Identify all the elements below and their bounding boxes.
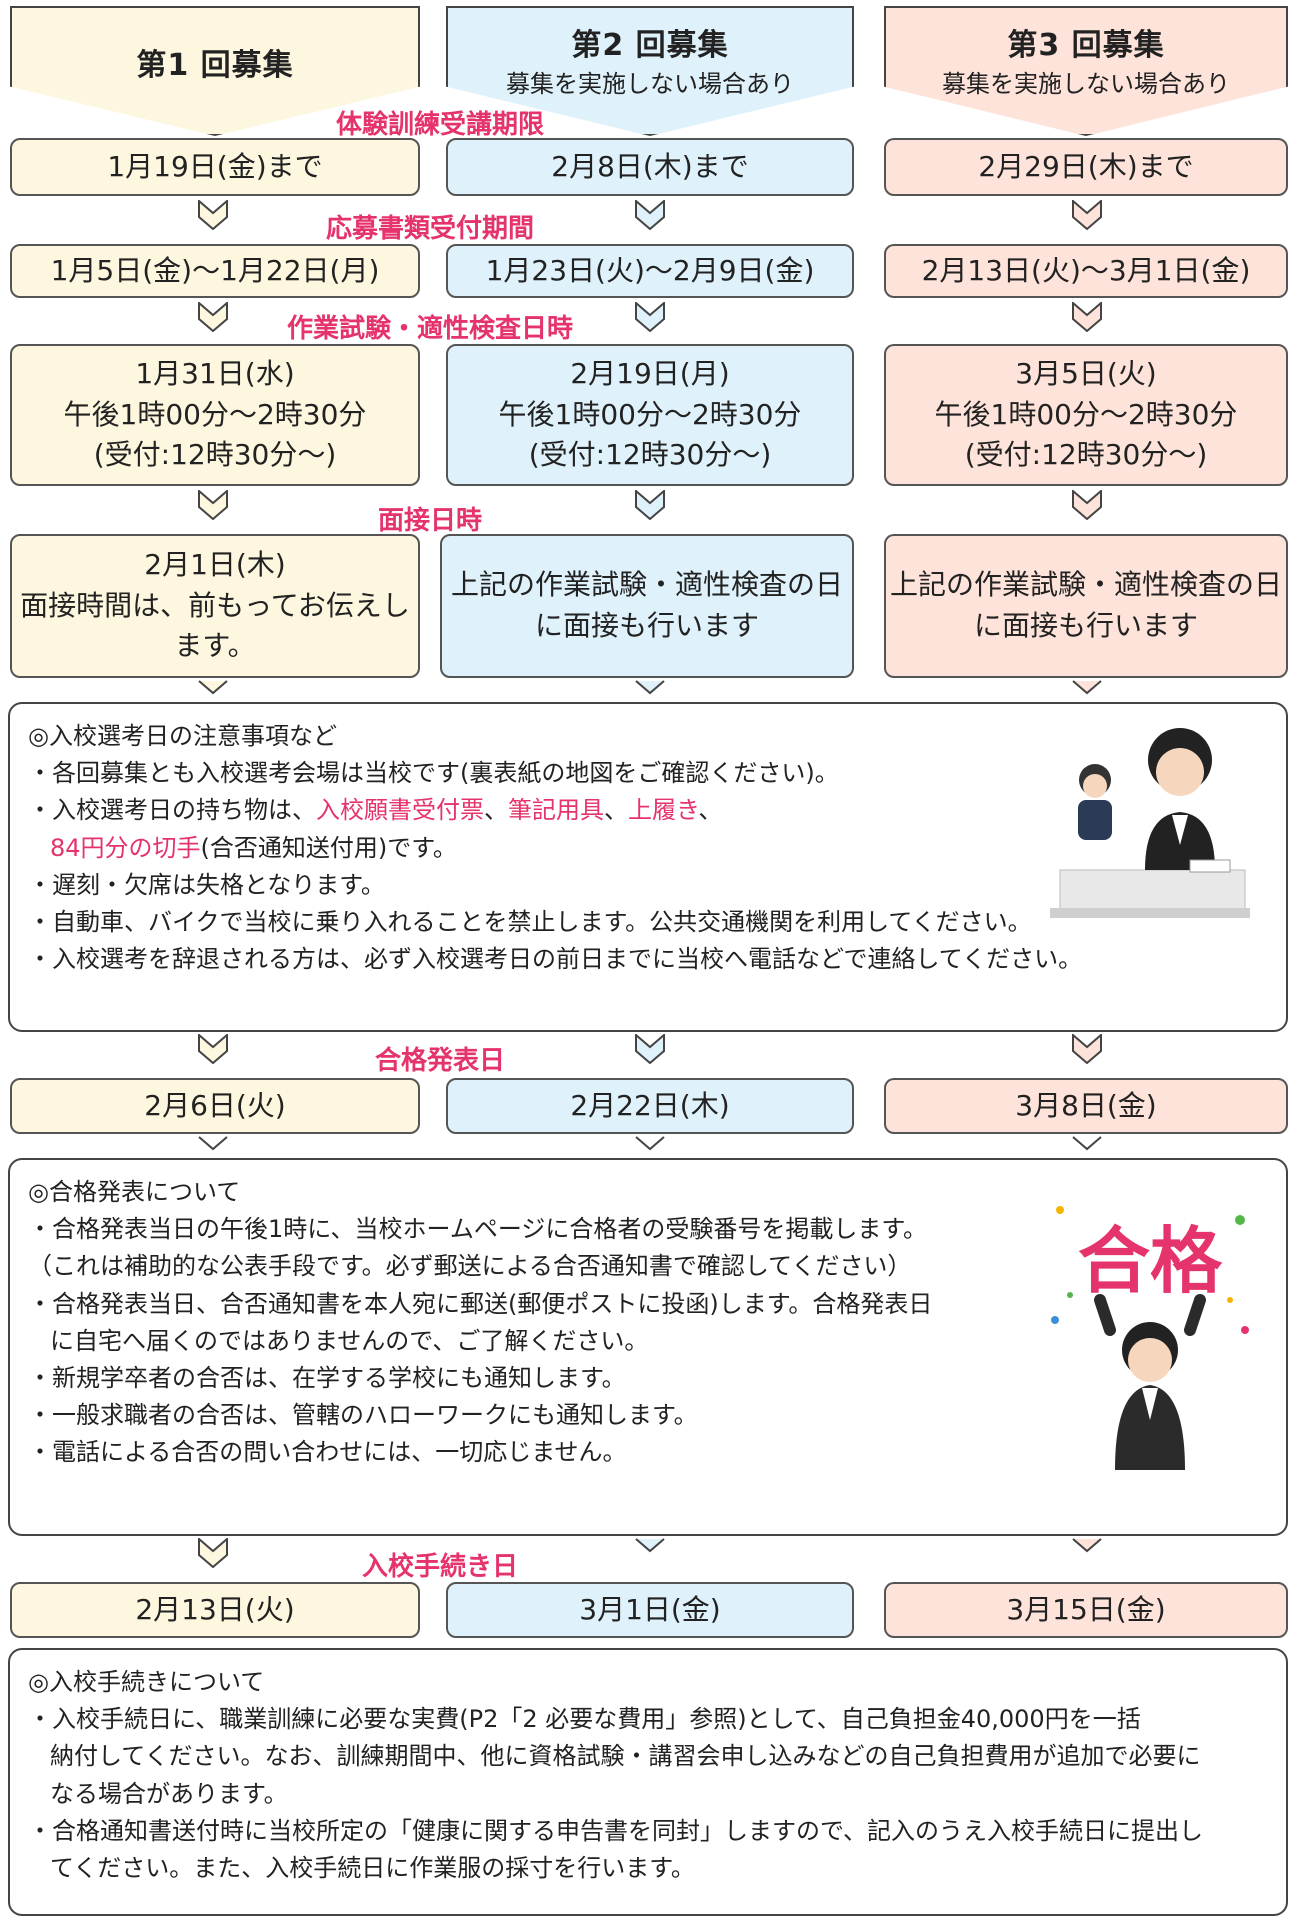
header-round-3: 第3 回募集 募集を実施しない場合あり <box>884 6 1288 136</box>
chevron-down-icon <box>635 200 665 230</box>
nyuukou-date-3: 3月15日(金) <box>884 1582 1288 1638</box>
nyuukou-date-2: 3月1日(金) <box>446 1582 854 1638</box>
notice-line: ・各回募集とも入校選考会場は当校です(裏表紙の地図をご確認ください)。 <box>28 759 839 788</box>
sagyo-date: 3月5日(火) <box>1015 357 1157 391</box>
notice-line: ・入校手続日に、職業訓練に必要な実費(P2「2 必要な費用」参照)として、自己負… <box>28 1705 1141 1734</box>
pass-stamp-text: 合格 <box>1077 1218 1222 1303</box>
mensetsu-box-2: 上記の作業試験・適性検査の日 に面接も行います <box>440 534 854 678</box>
notice-line: ・入校選考を辞退される方は、必ず入校選考日の前日までに当校へ電話などで連絡してく… <box>28 945 1083 974</box>
sagyo-box-2: 2月19日(月) 午後1時00分～2時30分 (受付:12時30分～) <box>446 344 854 486</box>
label-oubo: 応募書類受付期間 <box>325 214 534 244</box>
label-taiken: 体験訓練受講期限 <box>335 110 544 140</box>
notice-title: ◎合格発表について <box>28 1178 241 1206</box>
oubo-period-2: 1月23日(火)～2月9日(金) <box>446 244 854 298</box>
sagyo-time: 午後1時00分～2時30分 <box>498 397 802 431</box>
sagyo-date: 2月19日(月) <box>570 357 730 391</box>
goukaku-date-1: 2月6日(火) <box>10 1078 420 1134</box>
notice-line: ・遅刻・欠席は失格となります。 <box>28 870 385 899</box>
mensetsu-line: ます。 <box>174 629 256 663</box>
pass-celebration-illustration: 合格 <box>1040 1180 1260 1480</box>
chevron-down-icon <box>1072 1538 1102 1553</box>
goukaku-date-3: 3月8日(金) <box>884 1078 1288 1134</box>
notice-selection-day: ◎入校選考日の注意事項など ・各回募集とも入校選考会場は当校です(裏表紙の地図を… <box>8 702 1288 1032</box>
notice-line: なる場合があります。 <box>50 1779 288 1808</box>
header-subtitle: 募集を実施しない場合あり <box>942 70 1230 98</box>
notice-line: てください。また、入校手続日に作業服の採寸を行います。 <box>50 1853 695 1882</box>
chevron-down-icon <box>198 490 228 520</box>
sagyo-time: 午後1時00分～2時30分 <box>934 397 1238 431</box>
mensetsu-line: 上記の作業試験・適性検査の日 <box>450 568 843 602</box>
mensetsu-line: に面接も行います <box>534 609 759 642</box>
notice-line: ・新規学卒者の合否は、在学する学校にも通知します。 <box>28 1363 626 1392</box>
notice-line: に自宅へ届くのではありませんので、ご了解ください。 <box>50 1326 649 1355</box>
exam-candidates-illustration <box>1050 728 1250 918</box>
notice-line: ・合格発表当日の午後1時に、当校ホームページに合格者の受験番号を掲載します。 <box>28 1215 927 1244</box>
notice-line: ・自動車、バイクで当校に乗り入れることを禁止します。公共交通機関を利用してくださ… <box>28 907 1032 936</box>
notice-line: ・合格発表当日、合否通知書を本人宛に郵送(郵便ポストに投函)します。合格発表日 <box>28 1289 933 1318</box>
chevron-down-icon <box>1072 1034 1102 1064</box>
chevron-down-icon <box>198 302 228 332</box>
notice-line-stamp: 84円分の切手(合否通知送付用)です。 <box>50 833 457 862</box>
notice-enrollment: ◎入校手続きについて ・入校手続日に、職業訓練に必要な実費(P2「2 必要な費用… <box>8 1648 1288 1916</box>
mensetsu-box-1: 2月1日(木) 面接時間は、前もってお伝えし ます。 <box>10 534 420 678</box>
chevron-down-icon <box>1072 302 1102 332</box>
notice-line: ・一般求職者の合否は、管轄のハローワークにも通知します。 <box>28 1401 698 1430</box>
notice-line: 納付してください。なお、訓練期間中、他に資格試験・講習会申し込みなどの自己負担費… <box>50 1742 1201 1771</box>
chevron-down-icon <box>635 1034 665 1064</box>
chevron-down-icon <box>635 1136 665 1151</box>
chevron-down-icon <box>635 680 665 695</box>
chevron-down-icon <box>635 1538 665 1553</box>
goukaku-date-2: 2月22日(木) <box>446 1078 854 1134</box>
chevron-down-icon <box>1072 200 1102 230</box>
notice-line-belongings: ・入校選考日の持ち物は、入校願書受付票、筆記用具、上履き、 <box>28 796 723 825</box>
sagyo-date: 1月31日(水) <box>135 357 295 391</box>
mensetsu-line: 2月1日(木) <box>144 548 286 582</box>
mensetsu-line: に面接も行います <box>973 609 1198 642</box>
notice-line: （これは補助的な公表手段です。必ず郵送による合否通知書で確認してください） <box>28 1252 912 1281</box>
label-goukaku: 合格発表日 <box>374 1046 505 1076</box>
chevron-down-icon <box>635 490 665 520</box>
chevron-down-icon <box>198 680 228 695</box>
chevron-down-icon <box>198 1136 228 1151</box>
header-subtitle: 募集を実施しない場合あり <box>506 70 794 98</box>
mensetsu-box-3: 上記の作業試験・適性検査の日 に面接も行います <box>884 534 1288 678</box>
oubo-period-1: 1月5日(金)～1月22日(月) <box>10 244 420 298</box>
mensetsu-line: 面接時間は、前もってお伝えし <box>20 588 410 622</box>
notice-title: ◎入校手続きについて <box>28 1668 265 1696</box>
chevron-down-icon <box>635 302 665 332</box>
header-title: 第1 回募集 <box>136 48 294 83</box>
header-title: 第2 回募集 <box>571 28 729 63</box>
mensetsu-line: 上記の作業試験・適性検査の日 <box>889 568 1282 602</box>
sagyo-box-3: 3月5日(火) 午後1時00分～2時30分 (受付:12時30分～) <box>884 344 1288 486</box>
notice-title: ◎入校選考日の注意事項など <box>28 722 337 750</box>
sagyo-box-1: 1月31日(水) 午後1時00分～2時30分 (受付:12時30分～) <box>10 344 420 486</box>
sagyo-time: 午後1時00分～2時30分 <box>63 397 367 431</box>
nyuukou-date-1: 2月13日(火) <box>10 1582 420 1638</box>
taiken-date-1: 1月19日(金)まで <box>10 138 420 196</box>
chevron-down-icon <box>1072 680 1102 695</box>
label-nyuukou: 入校手続き日 <box>361 1552 518 1582</box>
notice-line: ・電話による合否の問い合わせには、一切応じません。 <box>28 1438 627 1467</box>
taiken-date-2: 2月8日(木)まで <box>446 138 854 196</box>
oubo-period-3: 2月13日(火)～3月1日(金) <box>884 244 1288 298</box>
sagyo-reception: (受付:12時30分～) <box>93 438 337 472</box>
chevron-down-icon <box>1072 1136 1102 1151</box>
chevron-down-icon <box>198 1034 228 1064</box>
taiken-date-3: 2月29日(木)まで <box>884 138 1288 196</box>
header-title: 第3 回募集 <box>1007 28 1165 63</box>
label-sagyo: 作業試験・適性検査日時 <box>286 314 573 344</box>
chevron-down-icon <box>1072 490 1102 520</box>
sagyo-reception: (受付:12時30分～) <box>528 438 772 472</box>
chevron-down-icon <box>198 200 228 230</box>
notice-announcement: ◎合格発表について ・合格発表当日の午後1時に、当校ホームページに合格者の受験番… <box>8 1158 1288 1536</box>
sagyo-reception: (受付:12時30分～) <box>964 438 1208 472</box>
label-mensetsu: 面接日時 <box>377 506 482 536</box>
chevron-down-icon <box>198 1538 228 1568</box>
notice-line: ・合格通知書送付時に当校所定の「健康に関する申告書を同封」しますので、記入のうえ… <box>28 1816 1204 1845</box>
